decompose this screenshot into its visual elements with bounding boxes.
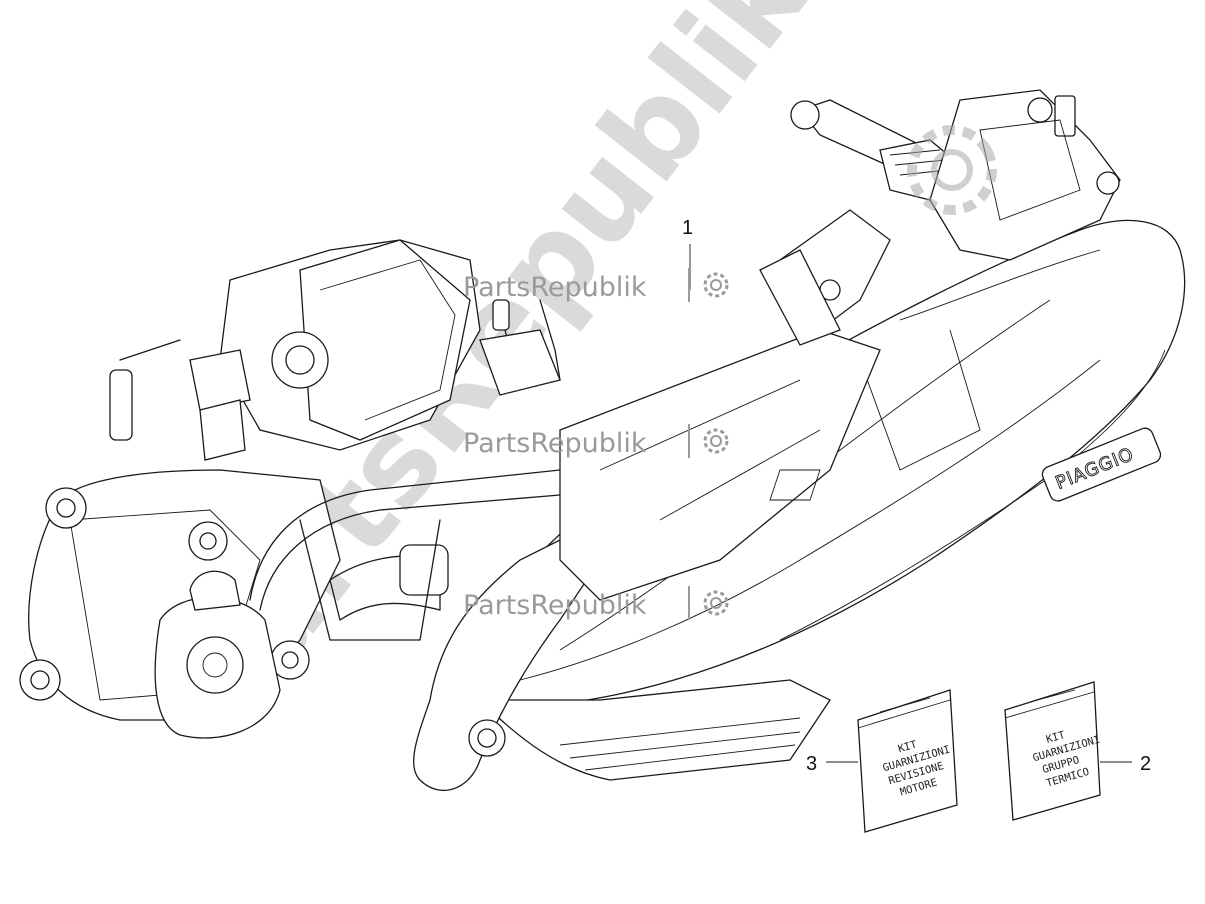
watermark-2-text: PartsRepublik	[463, 428, 647, 459]
callout-1: 1	[682, 217, 693, 290]
callout-2-label: 2	[1140, 753, 1151, 775]
swing-arm	[413, 539, 601, 791]
gear-icon	[703, 272, 729, 298]
water-pump	[154, 596, 281, 739]
watermark-1: PartsRepublik	[463, 268, 729, 303]
callout-2: 2	[1100, 753, 1151, 775]
callout-1-label: 1	[682, 217, 693, 239]
callout-3: 3	[806, 753, 858, 775]
watermark-1-text: PartsRepublik	[463, 272, 647, 303]
bag2-line1: KIT	[1045, 729, 1067, 746]
airbox-cover	[299, 239, 471, 441]
bag3-line1: KIT	[897, 738, 919, 755]
gear-icon	[703, 590, 729, 616]
watermark-3-text: PartsRepublik	[463, 590, 647, 621]
watermark-2: PartsRepublik	[463, 424, 729, 459]
coolant-pipe	[249, 469, 561, 601]
watermark-logo-icon	[907, 125, 997, 215]
gear-icon	[703, 428, 729, 454]
engine-assembly: PIAGGIO	[19, 89, 1186, 791]
lower-crankcase	[478, 679, 831, 781]
gasket-kit-revisione-motore-bag: KIT GUARNIZIONI REVISIONE MOTORE	[857, 689, 958, 833]
callout-3-label: 3	[806, 753, 817, 775]
watermark-3: PartsRepublik	[463, 586, 729, 621]
gasket-kit-gruppo-termico-bag: KIT GUARNIZIONI GRUPPO TERMICO	[1004, 681, 1102, 821]
